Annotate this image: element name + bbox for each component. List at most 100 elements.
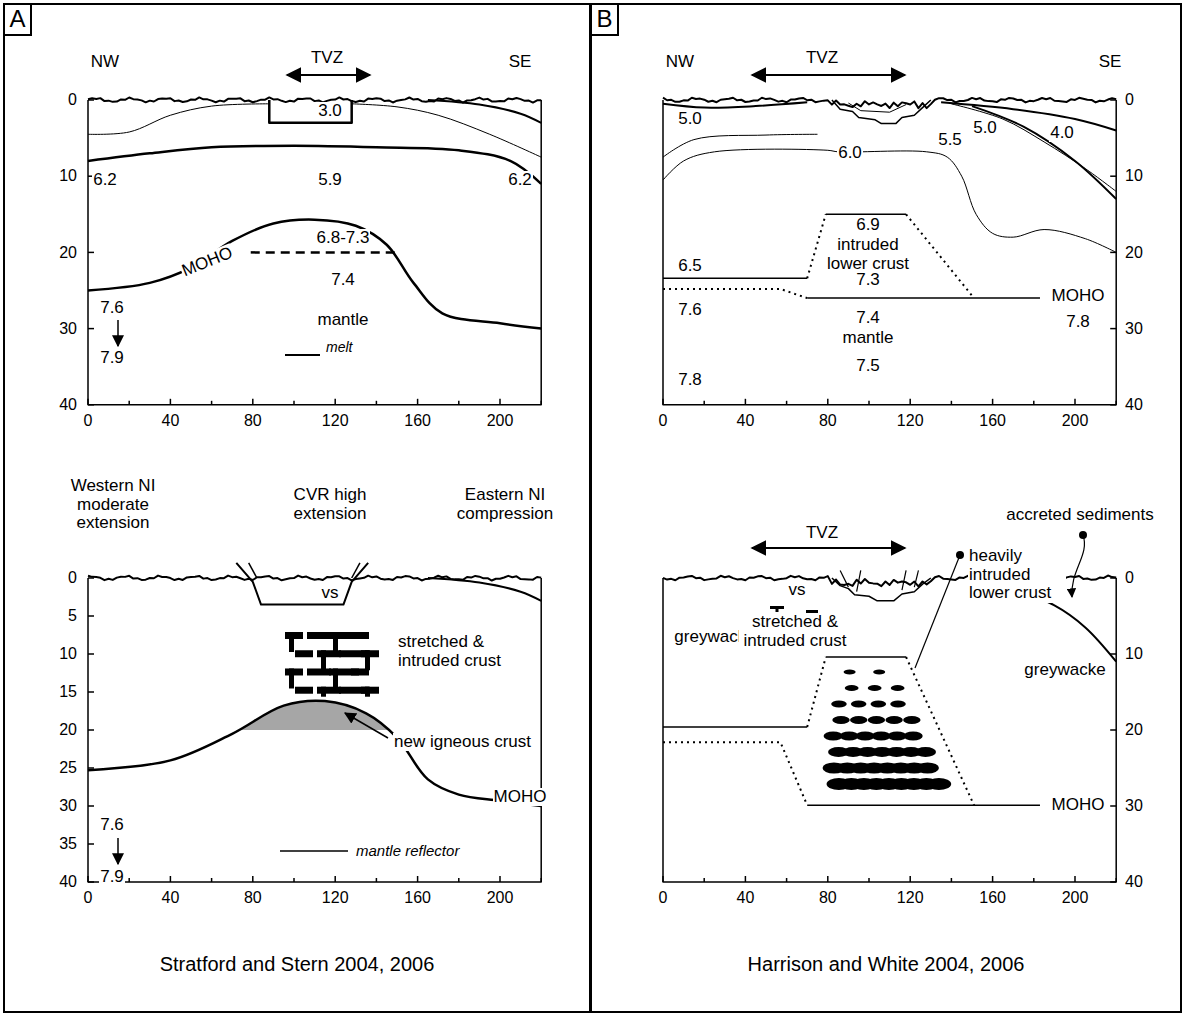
axis-frame	[88, 100, 541, 405]
axis-tick	[376, 401, 378, 405]
axis-tick	[499, 876, 501, 882]
crust-label: stretched & intruded crust	[397, 633, 509, 670]
zone-label: TVZ	[310, 49, 344, 68]
basin-outline	[848, 103, 906, 112]
axis-tick-label: 30	[58, 797, 78, 815]
axis-tick	[909, 876, 911, 882]
axis-tick	[1115, 401, 1117, 405]
velocity-label: 7.8	[677, 371, 703, 390]
axis-tick	[252, 876, 254, 882]
axis-tick-label: 0	[67, 569, 78, 587]
axis-tick	[87, 399, 89, 405]
crust-label: heavily intruded lower crust	[968, 547, 1066, 603]
axis-tick	[540, 878, 542, 882]
axis-tick	[827, 876, 829, 882]
volcanic-sediments-label: vs	[321, 584, 340, 603]
surface-line	[88, 576, 541, 581]
basin-outline	[269, 100, 351, 123]
basin-outline	[236, 563, 368, 605]
axis-tick	[1115, 878, 1117, 882]
igneous-crust-fill	[88, 701, 541, 730]
dotted-boundary	[663, 289, 807, 298]
axis-tick	[88, 767, 94, 769]
velocity-label: 6.8-7.3	[316, 229, 371, 248]
axis-tick-label: 25	[58, 759, 78, 777]
axis-tick	[1110, 175, 1116, 177]
boundary-line	[663, 134, 818, 157]
axis-tick	[951, 401, 953, 405]
axis-tick	[745, 876, 747, 882]
axis-tick-label: 20	[58, 721, 78, 739]
surface-line	[88, 97, 541, 102]
axis-tick-label: 80	[818, 889, 838, 907]
axis-tick-label: 20	[1124, 244, 1144, 262]
axis-tick-label: 200	[486, 889, 515, 907]
axis-tick	[88, 843, 94, 845]
moho-line	[807, 804, 1040, 806]
axis-tick-label: 0	[1124, 569, 1135, 587]
axis-frame	[663, 578, 1116, 882]
axis-tick	[703, 878, 705, 882]
axis-tick-label: 40	[58, 396, 78, 414]
boundary-line	[941, 102, 1116, 130]
axis-tick	[128, 878, 130, 882]
boundary-line	[951, 104, 1116, 192]
velocity-label: 7.6	[677, 301, 703, 320]
axis-tick	[458, 878, 460, 882]
panel-letter: B	[596, 6, 612, 32]
axis-tick-label: 0	[67, 91, 78, 109]
axis-tick-label: 40	[1124, 873, 1144, 891]
axis-tick-label: 10	[58, 645, 78, 663]
melt-line	[285, 354, 320, 356]
axis-tick	[87, 876, 89, 882]
axis-tick-label: 120	[321, 889, 350, 907]
reflector-label: mantle reflector	[355, 843, 460, 860]
axis-tick	[458, 401, 460, 405]
axis-tick-label: 5	[67, 607, 78, 625]
gradient-arrow	[117, 838, 119, 864]
axis-tick-label: 30	[1124, 320, 1144, 338]
axis-tick	[170, 876, 172, 882]
velocity-label: 5.0	[972, 119, 998, 138]
axis-tick-label: 0	[83, 889, 94, 907]
axis-frame	[663, 100, 1116, 405]
axis-tick-label: 10	[58, 167, 78, 185]
axis-tick-label: 160	[403, 889, 432, 907]
region-label: Western NI moderate extension	[52, 477, 174, 533]
moho-line	[88, 220, 541, 329]
velocity-label: 7.3	[855, 271, 881, 290]
axis-tick	[827, 399, 829, 405]
axis-tick	[88, 404, 94, 406]
leader-line	[915, 555, 960, 668]
crust-label: new igneous crust	[393, 733, 532, 752]
velocity-label: 5.0	[677, 110, 703, 129]
dashed-line	[251, 251, 397, 254]
leader-line	[1072, 535, 1085, 597]
axis-tick	[992, 399, 994, 405]
axis-tick	[417, 399, 419, 405]
axis-tick	[88, 615, 94, 617]
velocity-label: 5.5	[937, 131, 963, 150]
moho-line	[807, 297, 1040, 299]
velocity-label: 5.9	[317, 171, 343, 190]
moho-label: MOHO	[178, 243, 236, 281]
axis-tick	[334, 399, 336, 405]
axis-tick	[1110, 729, 1116, 731]
velocity-label: 6.9	[855, 216, 881, 235]
axis-tick-label: 20	[1124, 721, 1144, 739]
velocity-label: 4.0	[1049, 124, 1075, 143]
mantle-reflector-line	[280, 850, 348, 852]
intrusion-blobs	[285, 632, 379, 697]
axis-tick-label: 120	[321, 412, 350, 430]
axis-tick	[992, 876, 994, 882]
axis-tick-label: 200	[1061, 412, 1090, 430]
velocity-label: 3.0	[317, 102, 343, 121]
axis-tick	[211, 401, 213, 405]
velocity-label: 6.0	[837, 144, 863, 163]
surface-line	[663, 98, 1116, 108]
fault-line	[840, 570, 848, 587]
boundary-line	[972, 106, 1116, 199]
tvz-arrow	[287, 74, 370, 76]
axis-tick-label: 160	[978, 412, 1007, 430]
direction-label: NW	[665, 53, 695, 72]
